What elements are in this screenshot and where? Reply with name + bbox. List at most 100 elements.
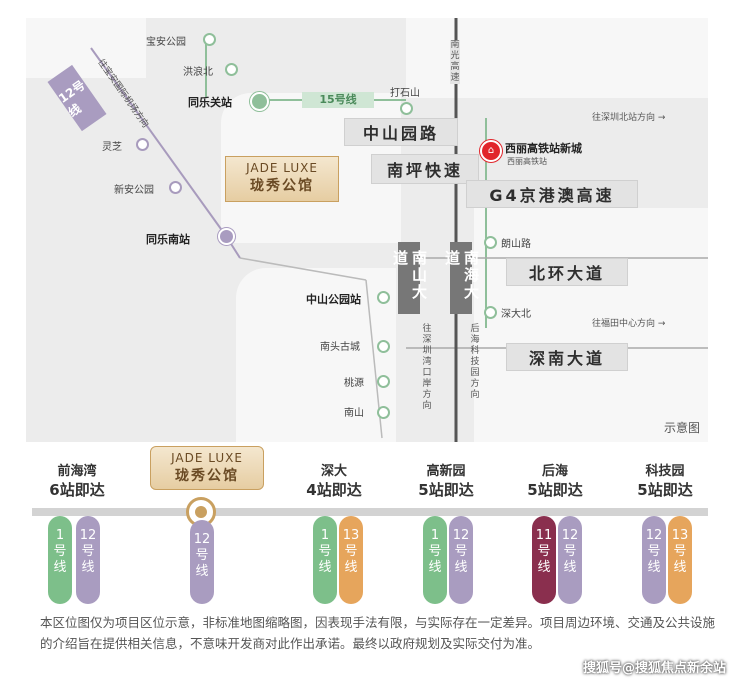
line-number: 12: [452, 528, 470, 543]
road-shennan: 深南大道: [506, 343, 628, 371]
location-map: 12号线 往宝安国际机场方向 15号线 南光高速 中山园路 南坪快速 G4京港澳…: [26, 18, 708, 442]
station-icon: [400, 102, 413, 115]
destination-qianhaiwan: 前海湾 6站即达: [42, 460, 112, 500]
station-honglang-north: 洪浪北: [183, 67, 213, 78]
map-legend: 示意图: [663, 421, 700, 435]
destination-name: 前海湾: [57, 464, 97, 479]
line-unit-char: 线: [53, 560, 67, 575]
line-unit-char: 号: [454, 544, 468, 559]
station-icon: [225, 63, 238, 76]
line-unit-char: 线: [563, 560, 577, 575]
project-name-cn: 珑秀公馆: [250, 178, 314, 194]
watermark: 搜狐号@搜狐焦点新余站: [582, 661, 726, 676]
destination-name: 后海: [541, 464, 568, 479]
station-nanshan: 南山: [344, 408, 364, 419]
station-icon: [377, 375, 390, 388]
project-name-cn: 珑秀公馆: [175, 468, 239, 484]
station-dashishan: 打石山: [390, 88, 420, 99]
station-icon: [377, 340, 390, 353]
line-unit-char: 线: [647, 560, 661, 575]
station-xinan-park: 新安公园: [114, 185, 154, 196]
line-unit-char: 线: [318, 560, 332, 575]
destination-time: 5站即达: [637, 481, 693, 499]
destination-gaoxinyuan: 高新园 5站即达: [408, 460, 484, 500]
line-unit-char: 号: [344, 544, 358, 559]
station-icon: [484, 306, 497, 319]
map-block: [474, 208, 708, 442]
station-langshan: 朗山路: [501, 239, 531, 250]
line-number: 1: [320, 528, 330, 543]
line-unit-char: 号: [537, 544, 551, 559]
line-unit-char: 线: [81, 560, 95, 575]
direction-shenzhenwan: 往深圳湾口岸方向: [422, 324, 432, 411]
road-beihuan: 北环大道: [506, 258, 628, 286]
line-number: 11: [535, 528, 553, 543]
timeline-bar: [32, 508, 708, 516]
line-unit-char: 线: [537, 560, 551, 575]
line-number: 12: [561, 528, 579, 543]
xili-station-sub: 西丽高铁站: [507, 157, 547, 166]
destination-time: 6站即达: [49, 481, 105, 499]
metro-line-12-path: [90, 18, 708, 442]
line-unit-char: 线: [195, 564, 209, 579]
train-station-icon: ⌂: [480, 140, 502, 162]
station-icon: [203, 33, 216, 46]
line15-tag: 15号线: [302, 92, 374, 108]
station-baoan-park: 宝安公园: [146, 37, 186, 48]
station-taoyuan: 桃源: [344, 378, 364, 389]
road-nanhai-text: 南海大道: [443, 250, 480, 301]
road-nanhai: 南海大道: [443, 242, 480, 314]
line-number: 12: [645, 528, 663, 543]
destination-time: 5站即达: [418, 481, 474, 499]
station-tongle-south: 同乐南站: [146, 233, 190, 246]
line-number: 1: [55, 528, 65, 543]
road-nanshan-text: 南山大道: [391, 250, 428, 301]
line-unit-char: 线: [428, 560, 442, 575]
line-unit-char: 号: [428, 544, 442, 559]
station-zhongshan-park: 中山公园站: [306, 293, 361, 306]
line-unit-char: 线: [673, 560, 687, 575]
direction-houhai: 后海科技园方向: [470, 324, 480, 400]
project-name-en: JADE LUXE: [246, 161, 318, 175]
station-icon: [377, 406, 390, 419]
project-name-en: JADE LUXE: [171, 451, 243, 465]
station-icon: [377, 291, 390, 304]
line-unit-char: 线: [454, 560, 468, 575]
xili-station-name: 西丽高铁站新城: [505, 142, 582, 155]
road-zhongshanyuan: 中山园路: [344, 118, 458, 146]
line-unit-char: 号: [318, 544, 332, 559]
destination-kejiyuan: 科技园 5站即达: [627, 460, 703, 500]
line-unit-char: 号: [195, 548, 209, 563]
destination-houhai: 后海 5站即达: [517, 460, 593, 500]
nanguang-highway-label: 南光高速: [450, 40, 460, 84]
destination-name: 科技园: [645, 464, 685, 479]
line-number: 13: [342, 528, 360, 543]
station-transfer-icon: [250, 92, 269, 111]
line-number: 13: [671, 528, 689, 543]
line-unit-char: 号: [53, 544, 67, 559]
road-g4: G4京港澳高速: [466, 180, 638, 208]
map-block: [236, 268, 396, 442]
direction-futian: 往福田中心方向 →: [592, 319, 666, 329]
line-number: 1: [430, 528, 440, 543]
line-number: 12: [193, 532, 211, 547]
project-tag-bar: JADE LUXE 珑秀公馆: [150, 446, 264, 490]
destination-time: 4站即达: [306, 481, 362, 499]
project-tag-map: JADE LUXE 珑秀公馆: [225, 156, 339, 202]
line-unit-char: 号: [563, 544, 577, 559]
road-nanshan: 南山大道: [391, 242, 428, 314]
road-nanping: 南坪快速: [371, 154, 479, 184]
line-number: 12: [79, 528, 97, 543]
station-icon: [169, 181, 182, 194]
station-lingzhi: 灵芝: [102, 142, 122, 153]
direction-shenzhen-north: 往深圳北站方向 →: [592, 113, 666, 123]
